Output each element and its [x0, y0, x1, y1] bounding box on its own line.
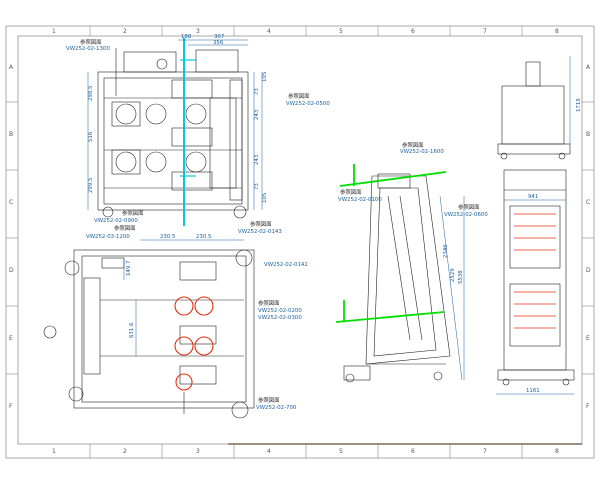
plan-ref-br-label: 参照図面	[258, 396, 280, 404]
zone-row-right-e: E	[586, 335, 590, 342]
zone-row-left-c: C	[9, 199, 13, 206]
zone-row-right-a: A	[586, 64, 591, 71]
plan-ref-br-code: VW252-02-700	[256, 405, 297, 411]
top-ref-bl-code: VW252-02-0900	[94, 218, 138, 224]
zone-col-top-1: 1	[52, 28, 56, 35]
top-dim-188: 188	[181, 34, 192, 40]
zone-labels: 1 2 3 4 5 6 7 8 1 2 3 4 5 6 7 8 A B C D …	[9, 28, 591, 455]
zone-row-right-c: C	[586, 199, 590, 206]
zone-col-bottom-6: 6	[411, 448, 415, 455]
zone-ticks	[6, 26, 594, 458]
zone-row-right-f: F	[586, 403, 590, 410]
plan-ref-tl-code: VW252-03-1200	[86, 234, 130, 240]
top-ref-top-label: 参照図面	[80, 38, 102, 46]
plan-dim-230-5a: 230.5	[160, 234, 175, 240]
zone-col-bottom-7: 7	[483, 448, 487, 455]
top-ref-br-code: VW252-02-0143	[238, 229, 282, 235]
side-ref-right-code: VW252-02-0600	[444, 212, 488, 218]
top-ref-right-code: VW252-02-0500	[286, 101, 330, 107]
top-dim-299-5: 299.5	[88, 178, 94, 193]
plan-view: 参照図面 VW252-03-1200 230.5 230.5 149.7 631…	[43, 224, 308, 419]
zone-col-top-6: 6	[411, 28, 415, 35]
side-ref-left-label: 参照図面	[340, 188, 362, 196]
side-view: 参照図面 VW252-02-1600 参照図面 VW252-02-0100 参照…	[335, 141, 488, 383]
zone-col-bottom-5: 5	[339, 448, 343, 455]
zone-row-right-b: B	[586, 131, 590, 138]
top-dim-356: 356	[213, 40, 224, 46]
zone-col-top-8: 8	[555, 28, 559, 35]
top-ref-top-code: VW252-02-1300	[66, 46, 110, 52]
zone-col-top-7: 7	[483, 28, 487, 35]
zone-row-left-d: D	[9, 267, 14, 274]
zone-col-bottom-2: 2	[123, 448, 127, 455]
zone-col-top-2: 2	[123, 28, 127, 35]
top-dim-right-73a: 73	[254, 88, 260, 95]
right-dim-941: 941	[528, 194, 538, 200]
side-dim-2529: 2529	[450, 268, 456, 282]
top-dim-516: 516	[88, 131, 94, 142]
zone-row-left-f: F	[9, 403, 13, 410]
side-ref-right-label: 参照図面	[458, 203, 480, 211]
top-ref-bl-label: 参照図面	[122, 209, 144, 217]
zone-col-bottom-1: 1	[52, 448, 56, 455]
plan-ref-mr-label: 参照図面	[258, 299, 280, 307]
plan-dim-631-6: 631.6	[129, 322, 135, 338]
zone-col-bottom-3: 3	[196, 448, 200, 455]
sheet-frame	[5, 25, 595, 459]
top-dim-307: 307	[214, 34, 224, 40]
plan-dim-149-7: 149.7	[126, 261, 132, 276]
plan-dim-230-5b: 230.5	[196, 234, 211, 240]
top-dim-right-243a: 243	[254, 110, 260, 120]
zone-row-left-a: A	[9, 64, 14, 71]
side-dim-5538: 5538	[458, 270, 464, 284]
top-ref-right-label: 参照図面	[288, 92, 310, 100]
right-dim-1719: 1719	[576, 98, 582, 112]
plan-ref-tl-label: 参照図面	[114, 224, 136, 232]
side-ref-top-label: 参照図面	[402, 141, 424, 149]
top-dim-right-105b: 105	[262, 193, 268, 203]
side-dim-2346: 2346	[443, 244, 449, 258]
top-dim-right-105a: 105	[262, 72, 268, 82]
zone-col-bottom-8: 8	[555, 448, 559, 455]
zone-col-top-3: 3	[196, 28, 200, 35]
top-ref-br-label: 参照図面	[250, 220, 272, 228]
top-dim-right-243b: 243	[254, 155, 260, 165]
right-dim-1161: 1161	[526, 388, 540, 394]
right-views: 1719 941 1161	[496, 56, 582, 395]
plan-ref-tr-code: VW252-02-0142	[264, 262, 308, 268]
plan-ref-mr-code-1: VW252-02-0200	[258, 308, 302, 314]
zone-col-top-4: 4	[267, 28, 271, 35]
side-ref-top-code: VW252-02-1600	[400, 149, 444, 155]
zone-row-right-d: D	[586, 267, 591, 274]
zone-col-top-5: 5	[339, 28, 343, 35]
zone-col-bottom-4: 4	[267, 448, 271, 455]
zone-row-left-b: B	[9, 131, 13, 138]
top-dim-right-73b: 73	[254, 183, 260, 190]
top-view: 参照図面 VW252-02-1300 188 307 356 298.5 516…	[66, 34, 330, 235]
side-ref-left-code: VW252-02-0100	[338, 197, 382, 203]
zone-row-left-e: E	[9, 335, 13, 342]
plan-ref-mr-code-2: VW252-02-0300	[258, 315, 302, 321]
top-dim-298-5: 298.5	[88, 86, 94, 101]
